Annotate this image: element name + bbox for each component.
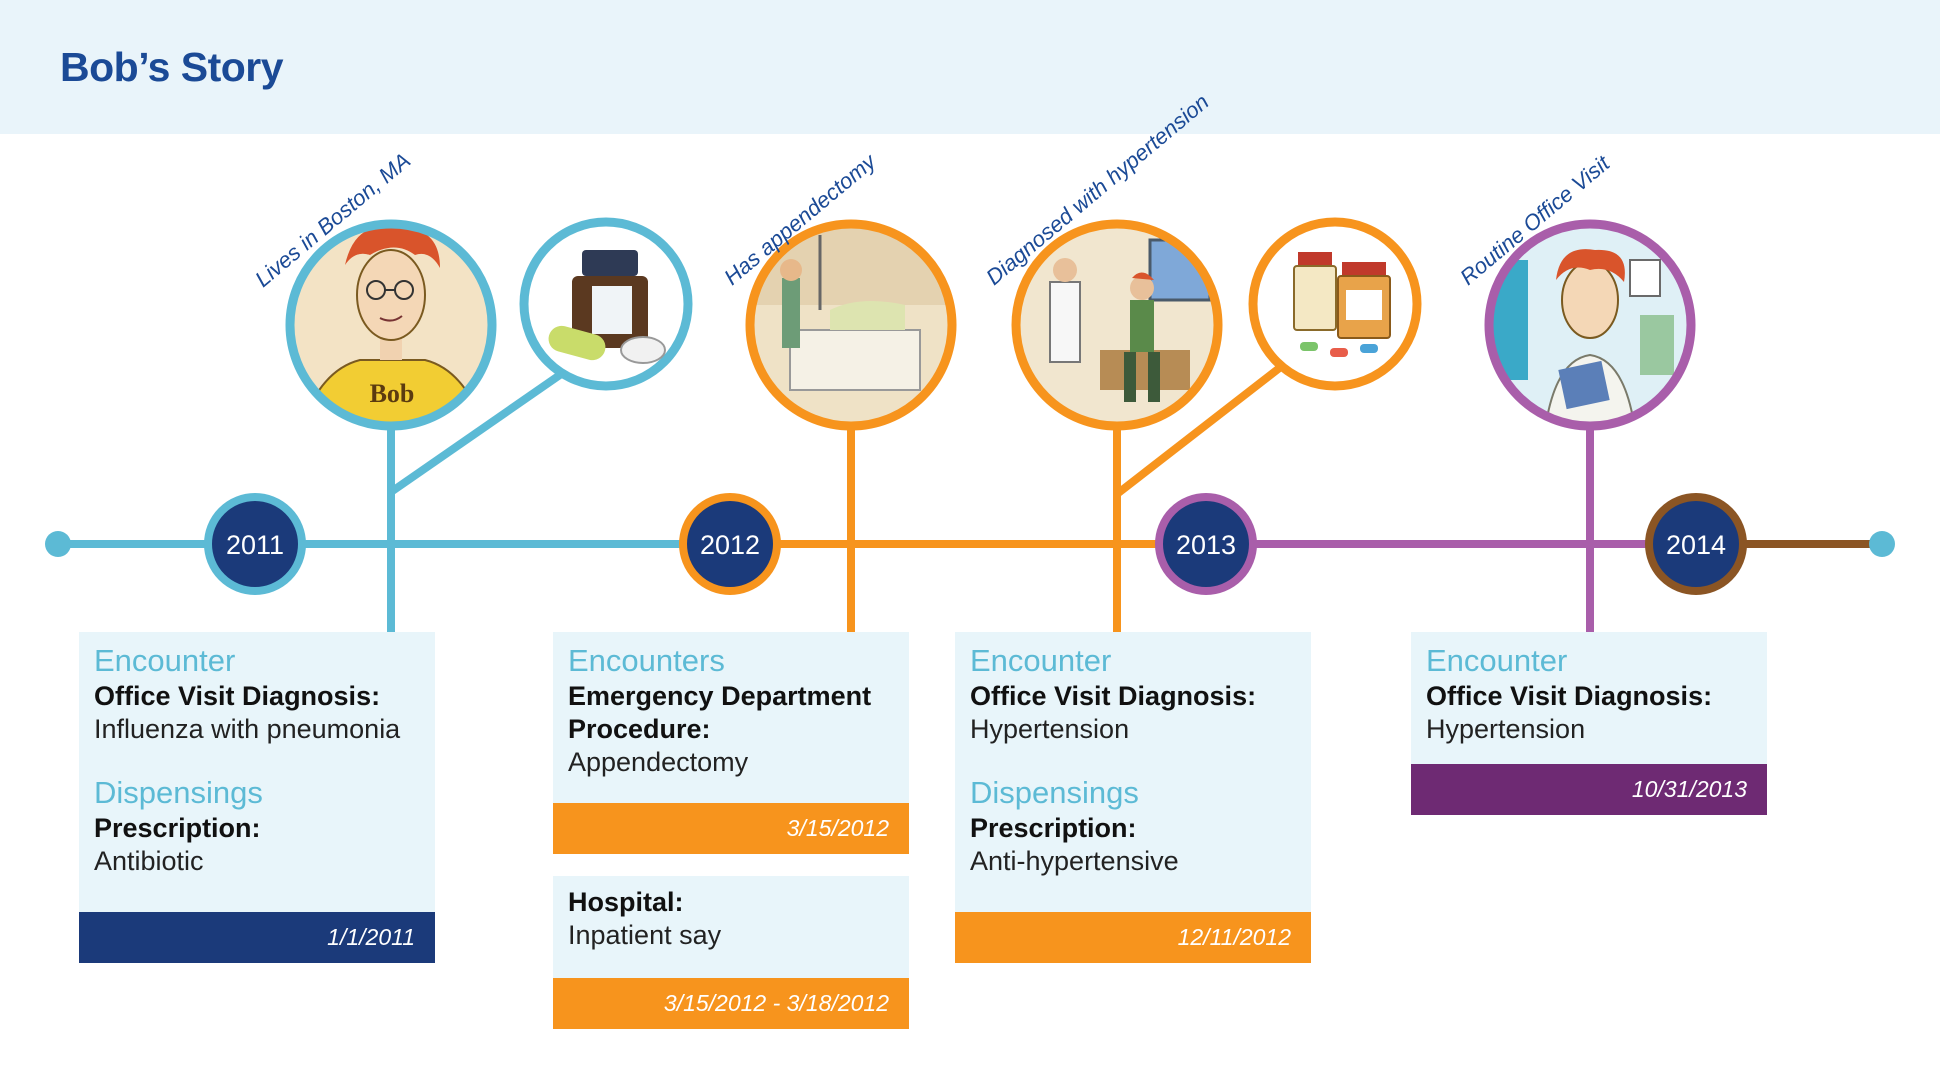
year-label-2013: 2013 [1176, 530, 1236, 560]
bob-portrait-icon: Bob [285, 219, 497, 431]
card-2014-value-diagnosis: Hypertension [1426, 714, 1586, 744]
card-2014-label-diagnosis: Office Visit Diagnosis: [1426, 681, 1713, 711]
axis-start-dot [45, 531, 71, 557]
card-2013: Encounter Office Visit Diagnosis: Hypert… [955, 632, 1311, 912]
card-2012-hospital: Hospital: Inpatient say [553, 876, 909, 978]
timeline-axis [45, 531, 1895, 557]
card-2011-label-prescription: Prescription: [94, 813, 261, 843]
medication-bottle-icon [519, 217, 693, 391]
card-2011-value-diagnosis: Influenza with pneumonia [94, 714, 401, 744]
card-2014: Encounter Office Visit Diagnosis: Hypert… [1411, 632, 1767, 764]
connector-2013-branch [1114, 362, 1285, 498]
page-title: Bob’s Story [60, 44, 284, 90]
year-marker-2014: 2014 [1645, 493, 1747, 595]
hospital-bed-icon [745, 219, 957, 431]
pill-bottles-icon [1248, 217, 1422, 391]
card-2013-date: 12/11/2012 [955, 912, 1311, 963]
year-marker-2013: 2013 [1155, 493, 1257, 595]
card-2014-date: 10/31/2013 [1411, 764, 1767, 815]
card-2011-date: 1/1/2011 [79, 912, 435, 963]
connector-2011-branch [388, 366, 570, 496]
card-2013-heading-encounter: Encounter [970, 643, 1112, 678]
card-2012-ed: Encounters Emergency Department Procedur… [553, 632, 909, 803]
card-2012-label-ed: Emergency Department [568, 681, 872, 711]
card-2013-label-diagnosis: Office Visit Diagnosis: [970, 681, 1257, 711]
card-2012-label-procedure: Procedure: [568, 714, 711, 744]
card-2012-heading-encounters: Encounters [568, 643, 725, 678]
card-2013-heading-dispensings: Dispensings [970, 775, 1139, 810]
card-2013-value-prescription: Anti-hypertensive [970, 846, 1179, 876]
card-2014-heading-encounter: Encounter [1426, 643, 1568, 678]
card-2012-hospital-date: 3/15/2012 - 3/18/2012 [553, 978, 909, 1029]
office-visit-icon [1484, 219, 1696, 431]
card-2011-value-prescription: Antibiotic [94, 846, 204, 876]
card-2011-heading-dispensings: Dispensings [94, 775, 263, 810]
axis-end-dot [1869, 531, 1895, 557]
card-2011-heading-encounter: Encounter [94, 643, 236, 678]
header-banner: Bob’s Story [0, 0, 1940, 134]
year-marker-2012: 2012 [679, 493, 781, 595]
card-2012-value-hospital: Inpatient say [568, 920, 722, 950]
year-label-2012: 2012 [700, 530, 760, 560]
card-2013-label-prescription: Prescription: [970, 813, 1137, 843]
year-label-2014: 2014 [1666, 530, 1726, 560]
card-2012-ed-date: 3/15/2012 [553, 803, 909, 854]
year-marker-2011: 2011 [204, 493, 306, 595]
connector-lines [387, 362, 1594, 632]
card-2011-label-diagnosis: Office Visit Diagnosis: [94, 681, 381, 711]
card-2012-label-hospital: Hospital: [568, 887, 684, 917]
year-label-2011: 2011 [226, 530, 284, 560]
card-2012-value-procedure: Appendectomy [568, 747, 749, 777]
card-2013-value-diagnosis: Hypertension [970, 714, 1130, 744]
doctor-exam-icon [1011, 219, 1223, 431]
svg-text:Bob: Bob [370, 379, 415, 408]
card-2011: Encounter Office Visit Diagnosis: Influe… [79, 632, 435, 912]
